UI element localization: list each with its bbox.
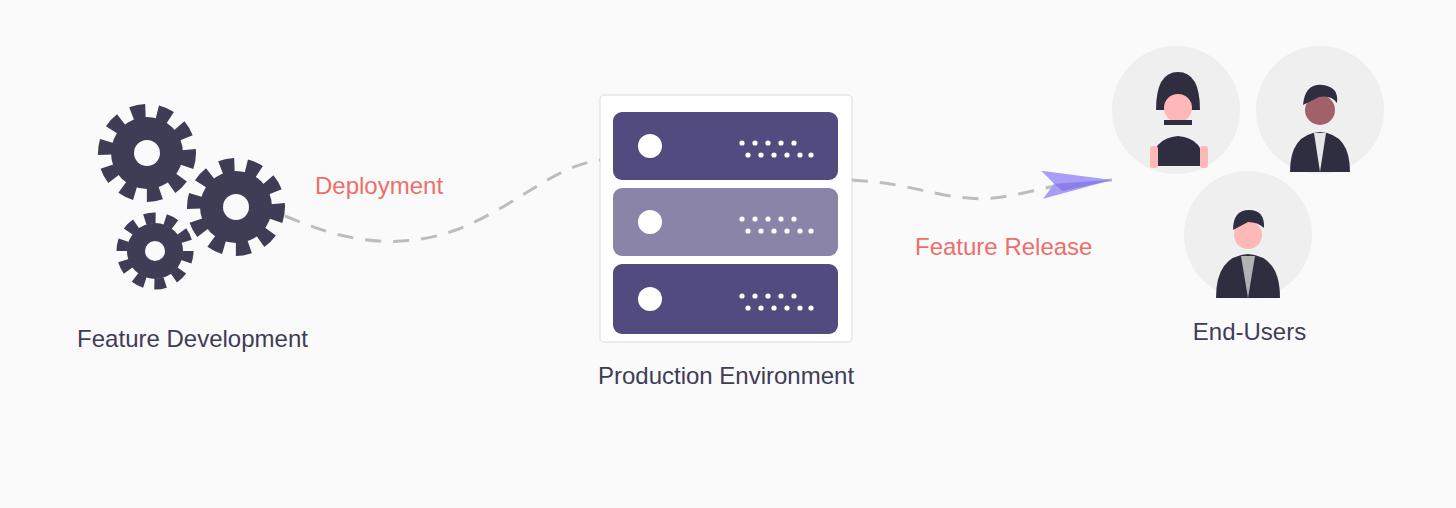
users-icon bbox=[1112, 46, 1384, 299]
icon-node: Production Environment bbox=[600, 95, 852, 342]
gears-icon bbox=[105, 111, 278, 284]
edge-label: Deployment bbox=[312, 172, 446, 200]
node-label: End-Users bbox=[1193, 318, 1306, 346]
icon-node: End-Users bbox=[1112, 45, 1387, 300]
server-icon bbox=[600, 95, 852, 342]
dashed-connector bbox=[285, 160, 600, 241]
node-label: Production Environment bbox=[598, 362, 854, 390]
edge-label: Feature Release bbox=[912, 233, 1095, 261]
icon-node: Feature Development bbox=[100, 105, 285, 290]
dashed-connector bbox=[852, 180, 1112, 199]
node-label: Feature Development bbox=[77, 325, 308, 353]
